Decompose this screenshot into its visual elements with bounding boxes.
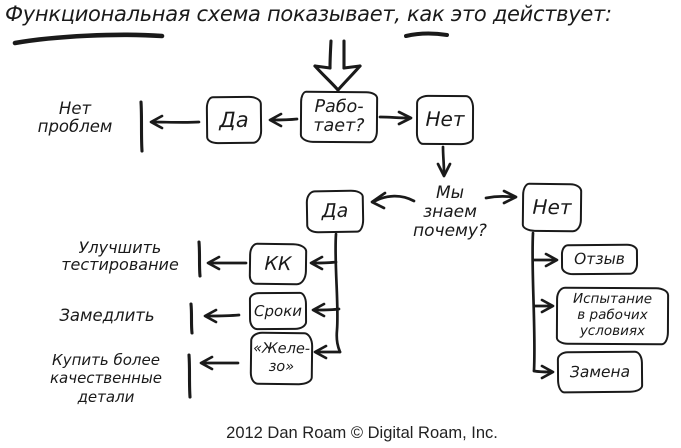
know-why-to-no-arrow xyxy=(484,189,518,205)
label-slow-down: Замедлить xyxy=(59,306,155,325)
know-why-to-yes-arrow xyxy=(370,191,416,210)
node-no-mid: Нет xyxy=(521,182,583,233)
node-yes-mid: Да xyxy=(305,189,365,234)
node-qc: КК xyxy=(248,242,308,286)
works-to-yes-arrow xyxy=(268,112,299,128)
node-no-top: Нет xyxy=(415,94,475,146)
yes-branch-stem xyxy=(309,232,342,360)
title-underline-strokes xyxy=(12,31,449,46)
qc-to-improve-arrow xyxy=(197,240,248,278)
node-yes-top: Да xyxy=(205,95,263,145)
no-branch-stem xyxy=(531,231,559,380)
big-down-arrow xyxy=(313,39,362,92)
yes-to-no-problem-arrow xyxy=(139,100,201,153)
label-no-problem: Нет проблем xyxy=(37,99,113,137)
no-to-know-why-arrow xyxy=(436,145,452,178)
label-know-why-question: Мы знаем почему? xyxy=(413,183,487,242)
works-to-no-arrow xyxy=(378,110,413,126)
node-hardware: «Желе- зо» xyxy=(249,331,314,386)
node-field-testing: Испытание в рабочих условиях xyxy=(555,286,670,346)
page-title: Функциональная схема показывает, как это… xyxy=(5,2,612,26)
copyright-credit: 2012 Dan Roam © Digital Roam, Inc. xyxy=(226,424,498,442)
hardware-to-buy-arrow xyxy=(187,353,240,399)
node-replacement: Замена xyxy=(556,350,644,394)
label-buy-better-parts: Купить более качественные детали xyxy=(49,351,163,406)
label-improve-testing: Улучшить тестирование xyxy=(61,238,179,275)
node-recall: Отзыв xyxy=(560,243,639,276)
node-deadlines: Сроки xyxy=(248,291,308,331)
deadlines-to-slow-arrow xyxy=(189,302,241,335)
node-works-question: Рабо- тает? xyxy=(299,90,379,144)
